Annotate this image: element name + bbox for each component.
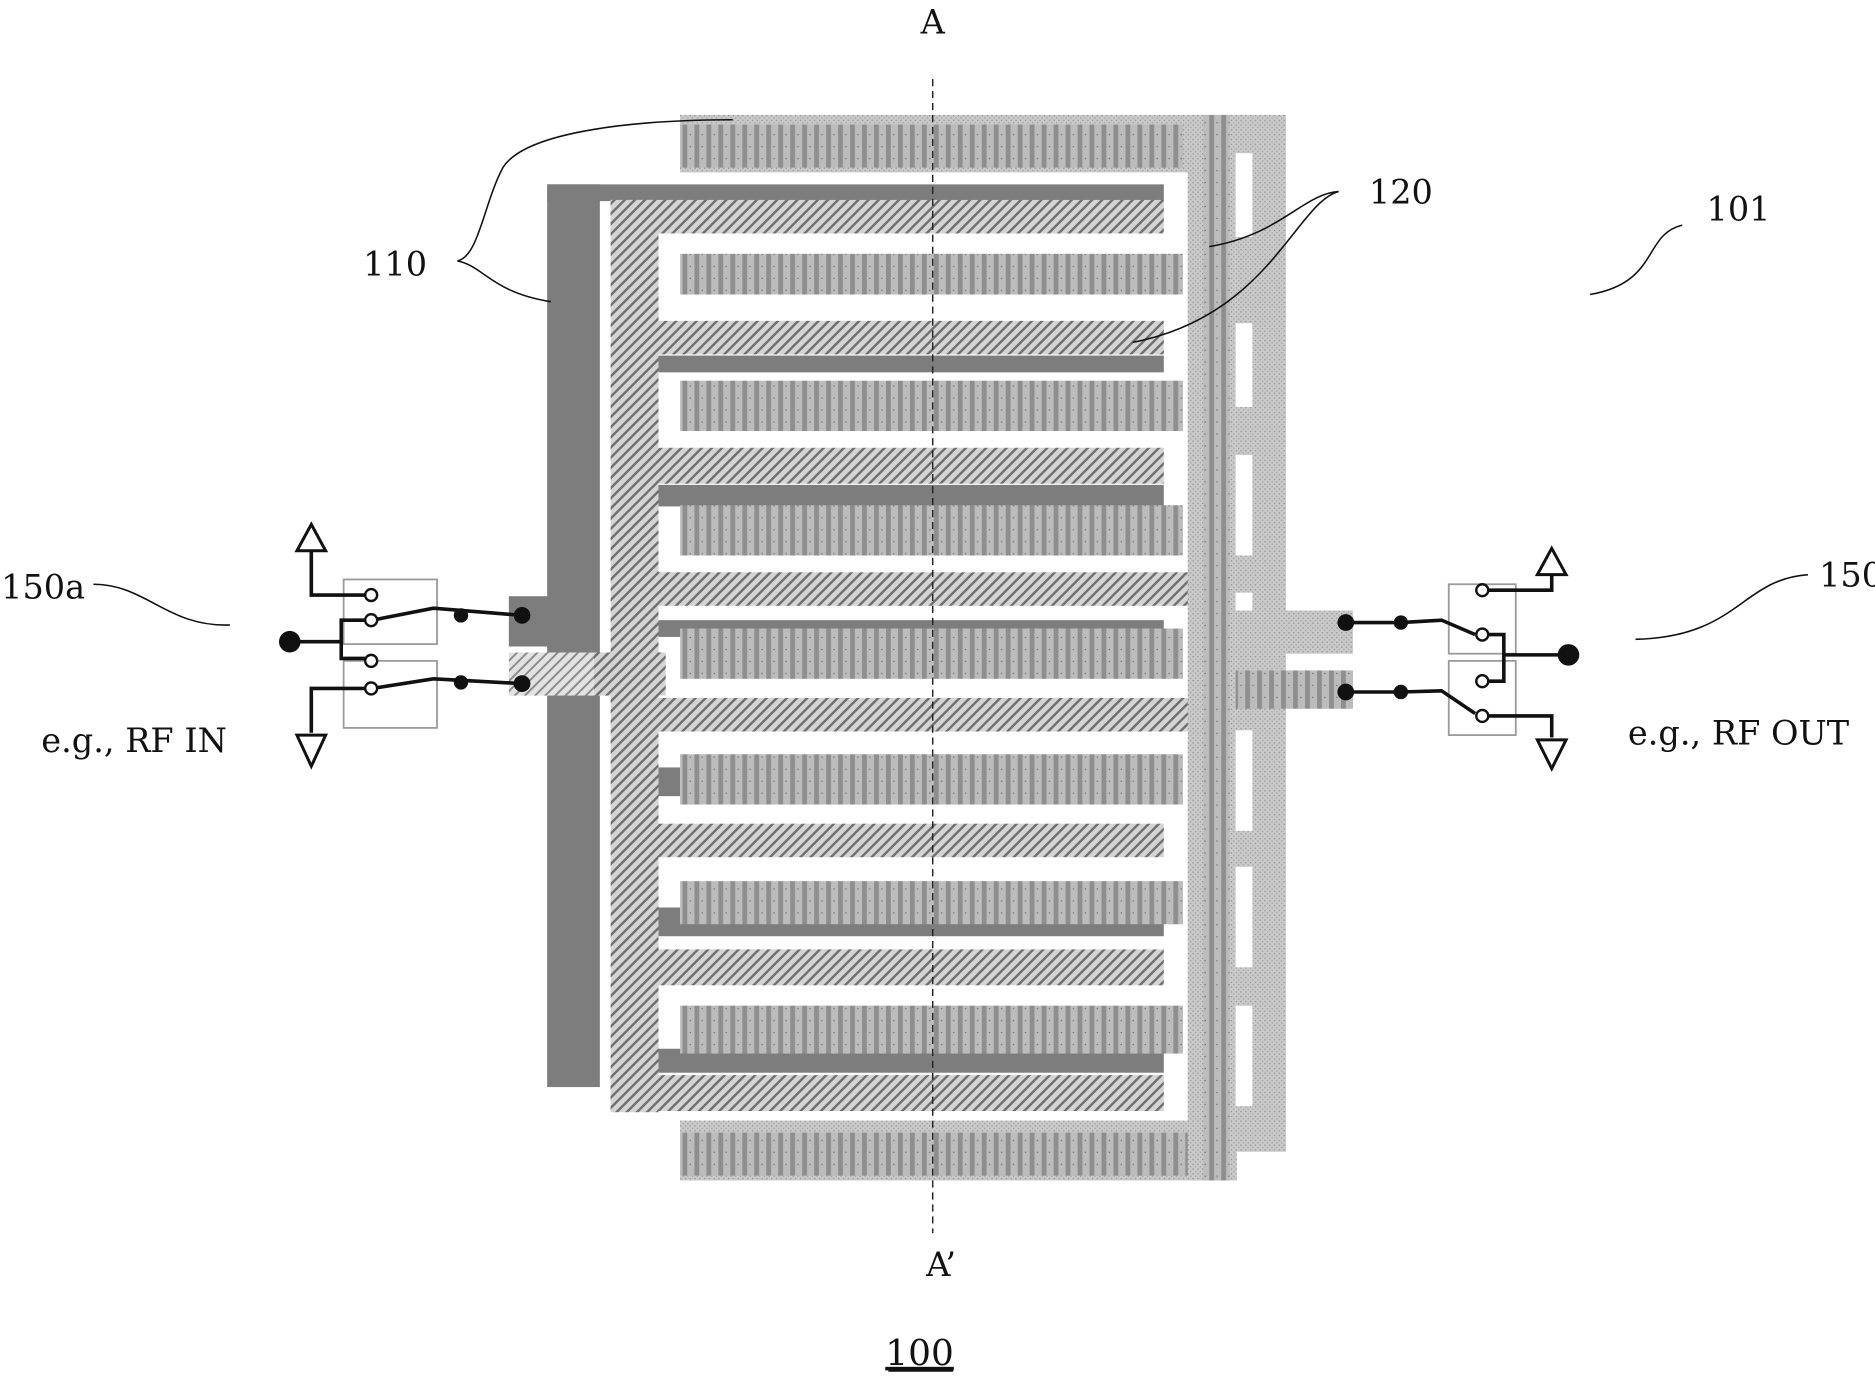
- switch-contact: [365, 589, 377, 601]
- ground-arrow-icon: [1537, 740, 1566, 769]
- wire: [311, 545, 365, 595]
- electrode-120-finger: [680, 1006, 1183, 1054]
- hatched-finger: [611, 1075, 1164, 1111]
- ground-arrow-icon: [297, 735, 326, 766]
- rf-in-terminal-icon: [279, 631, 301, 653]
- electrode-110-spine: [547, 184, 600, 1087]
- electrode-120-finger: [680, 381, 1183, 431]
- hatched-finger: [656, 698, 1195, 732]
- ref-label-110: 110: [363, 244, 427, 283]
- electrode-120-finger: [680, 254, 1183, 295]
- electrode-120-finger: [680, 629, 1183, 679]
- hatched-finger: [656, 824, 1164, 858]
- ref-label-120: 120: [1369, 173, 1433, 212]
- ref-label-150a: 150a: [1, 568, 85, 607]
- section-label-bottom: A’: [925, 1245, 956, 1284]
- supply-arrow-icon: [297, 524, 326, 550]
- switch-contact: [1476, 710, 1488, 722]
- electrode-110-finger: [656, 485, 1164, 507]
- node-dot: [454, 608, 468, 622]
- switch-box: [1449, 661, 1516, 735]
- node-dot: [1394, 615, 1408, 629]
- electrode-110-finger: [656, 356, 1164, 373]
- node-dot: [454, 675, 468, 689]
- hatched-finger: [656, 321, 1164, 355]
- electrode-120-finger: [680, 125, 1183, 168]
- rf-in-label: e.g., RF IN: [41, 721, 227, 760]
- leader-150a: [93, 584, 229, 625]
- figure-number: 100: [885, 1333, 954, 1374]
- electrode-120-spine-stripes: [1203, 115, 1229, 1181]
- switch-arm: [372, 608, 522, 620]
- switch-arm: [1346, 620, 1475, 634]
- hatched-finger: [656, 949, 1164, 985]
- switch-contact: [365, 655, 377, 667]
- switch-contact: [365, 682, 377, 694]
- node-dot: [1394, 685, 1408, 699]
- wire: [1482, 635, 1568, 655]
- switch-contact: [1476, 675, 1488, 687]
- hatched-finger: [656, 572, 1195, 606]
- switch-box: [344, 661, 437, 728]
- electrode-120-finger: [680, 505, 1183, 555]
- switch-arm: [1346, 691, 1475, 714]
- node-dot: [514, 675, 531, 692]
- electrode-120: [680, 115, 1353, 1181]
- leader-150b: [1636, 575, 1808, 640]
- hatched-finger: [611, 200, 1164, 234]
- node-dot: [1337, 684, 1354, 701]
- ref-label-150b: 150b: [1819, 556, 1875, 595]
- wire: [1482, 575, 1551, 591]
- rf-out-terminal-icon: [1558, 644, 1580, 666]
- wire: [290, 620, 365, 642]
- electrode-120-output-lead-lower: [1236, 670, 1353, 708]
- wire: [311, 688, 365, 732]
- switch-network-150a: [279, 524, 530, 766]
- node-dot: [1337, 614, 1354, 631]
- hatched-connector: [594, 652, 666, 695]
- electrode-110-pad: [509, 596, 552, 646]
- rf-out-label: e.g., RF OUT: [1628, 714, 1850, 753]
- leader-101: [1590, 225, 1682, 294]
- switch-contact: [1476, 584, 1488, 596]
- leader-110-lower: [457, 261, 550, 302]
- electrode-120-finger: [680, 754, 1183, 804]
- switch-contact: [365, 614, 377, 626]
- supply-arrow-icon: [1537, 548, 1566, 574]
- switch-arm: [372, 679, 522, 689]
- switch-network-150b: [1337, 548, 1579, 768]
- ref-label-101: 101: [1707, 189, 1771, 228]
- electrode-110-finger: [656, 767, 680, 796]
- electrode-120-finger: [680, 881, 1183, 924]
- section-label-top: A: [920, 3, 946, 42]
- electrode-120-finger: [680, 1133, 1207, 1176]
- switch-contact: [1476, 629, 1488, 641]
- hatched-finger: [656, 448, 1164, 484]
- node-dot: [514, 607, 531, 624]
- electrode-120-output-lead-upper: [1236, 611, 1353, 654]
- electrode-110-top-bar: [547, 184, 1164, 201]
